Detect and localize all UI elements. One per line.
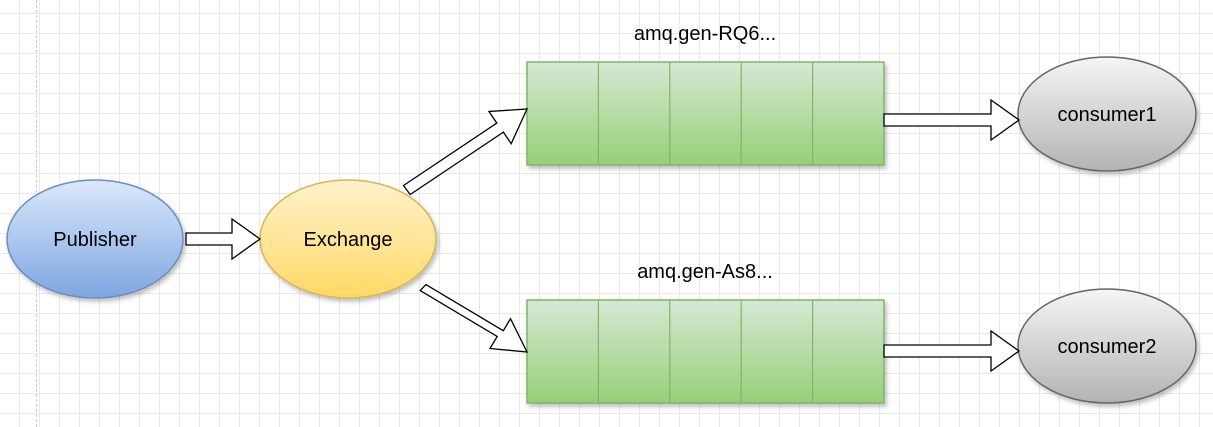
publisher-label: Publisher (53, 229, 137, 251)
queue-2-name: amq.gen-As8... (637, 261, 773, 283)
exchange-label: Exchange (304, 229, 393, 251)
consumer1-ellipse (1017, 56, 1197, 172)
consumer2-ellipse (1017, 288, 1197, 404)
queue-1-name: amq.gen-RQ6... (634, 23, 776, 45)
queue-1-body (526, 61, 885, 166)
publisher-node[interactable]: Publisher (6, 179, 184, 299)
arrow-exchange-to-queue-1 (402, 108, 529, 196)
exchange-node[interactable]: Exchange (259, 179, 437, 299)
consumer1-label: consumer1 (1058, 104, 1157, 126)
consumer2-label: consumer2 (1058, 336, 1157, 358)
queue-2[interactable]: amq.gen-As8... (526, 261, 885, 404)
arrow-publisher-to-exchange (185, 217, 262, 261)
arrow-queue-1-to-consumer1 (883, 98, 1021, 142)
consumer2-node[interactable]: consumer2 (1017, 288, 1197, 404)
arrow-queue-2-to-consumer2 (883, 329, 1021, 373)
consumer1-node[interactable]: consumer1 (1017, 56, 1197, 172)
queue-2-body (526, 299, 885, 404)
queue-1[interactable]: amq.gen-RQ6... (526, 23, 885, 166)
arrow-exchange-to-queue-2 (419, 283, 529, 353)
publisher-ellipse (6, 179, 184, 299)
